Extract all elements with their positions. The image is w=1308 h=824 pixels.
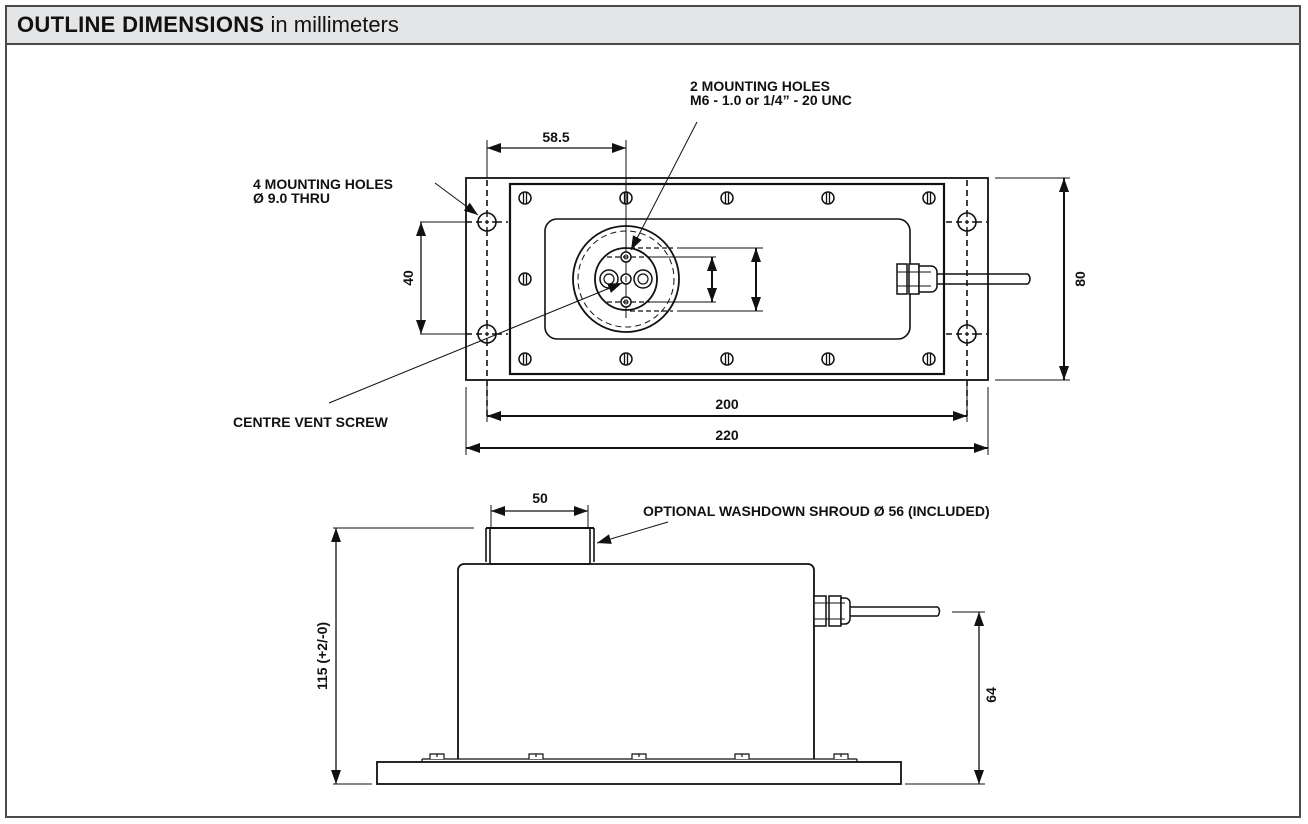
cable-top [937,273,1031,285]
top-view: 58.5 40 80 200 220 [233,78,1088,455]
washdown-shroud [485,527,595,565]
dim-200: 200 [486,380,968,422]
dim-label-50: 50 [532,490,548,506]
dim-64: 64 [905,611,999,785]
dim-50: 50 [490,490,589,527]
title-units: in millimeters [264,12,399,37]
dim-label-220: 220 [715,427,739,443]
side-base-plate [376,761,902,785]
side-base-screws [429,753,849,759]
dim-58-5: 58.5 [486,129,626,178]
dim-label-40: 40 [400,270,416,286]
page-title: OUTLINE DIMENSIONS in millimeters [17,12,399,38]
label-shroud: OPTIONAL WASHDOWN SHROUD Ø 56 (INCLUDED) [643,503,990,519]
callout-shroud: OPTIONAL WASHDOWN SHROUD Ø 56 (INCLUDED) [596,503,990,544]
base-plate-outline [465,177,989,381]
dim-label-58-5: 58.5 [542,129,569,145]
label-4-mounting-holes-line2: Ø 9.0 THRU [253,190,330,206]
cable-gland-side [813,595,851,627]
side-housing [457,563,815,759]
dim-80: 80 [995,177,1088,381]
label-2-mounting-holes-line1: 2 MOUNTING HOLES [690,78,830,94]
dim-label-80: 80 [1072,271,1088,287]
dim-label-200: 200 [715,396,739,412]
dim-40: 40 [400,221,468,335]
title-bold: OUTLINE DIMENSIONS [17,12,265,37]
label-4-mounting-holes-line1: 4 MOUNTING HOLES [253,176,393,192]
callout-2-mounting-holes: 2 MOUNTING HOLES M6 - 1.0 or 1/4” - 20 U… [630,78,852,251]
side-view: 50 115 (+2/-0) 64 OPTIONAL WASHDOWN SHRO… [314,490,999,785]
housing-outline [508,182,946,376]
dim-label-64: 64 [983,687,999,703]
label-2-mounting-holes-line2: M6 - 1.0 or 1/4” - 20 UNC [690,92,852,108]
hole-crosshairs [478,213,976,343]
drawing-frame: OUTLINE DIMENSIONS in millimeters [5,5,1301,818]
header-bar: OUTLINE DIMENSIONS in millimeters [7,7,1299,45]
dim-220: 220 [465,387,989,455]
callout-4-mounting-holes: 4 MOUNTING HOLES Ø 9.0 THRU [253,176,479,216]
dim-115: 115 (+2/-0) [314,527,474,785]
cable-side [850,606,941,617]
callout-centre-vent-screw: CENTRE VENT SCREW [233,282,623,430]
cable-gland-top [896,263,938,295]
dim-label-115: 115 (+2/-0) [314,622,330,690]
label-centre-vent-screw: CENTRE VENT SCREW [233,414,389,430]
load-button [572,140,763,333]
